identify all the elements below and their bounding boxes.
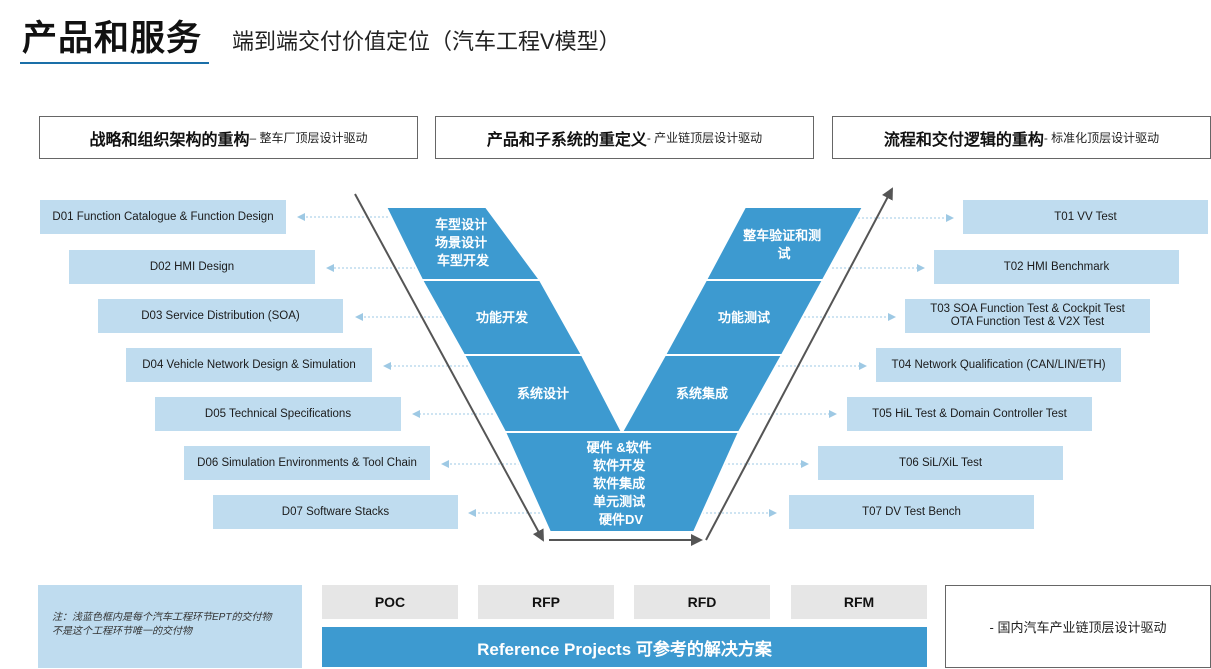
v-label-vehicle-design: 车型设计 场景设计 车型开发 — [435, 217, 491, 268]
deliverable-t04: T04 Network Qualification (CAN/LIN/ETH) — [876, 348, 1121, 382]
note-line-1: 注：浅蓝色框内是每个汽车工程环节EPT的交付物 — [52, 612, 272, 623]
deliverable-t01: T01 VV Test — [963, 200, 1208, 234]
deliverable-d07: D07 Software Stacks — [213, 495, 458, 529]
page-subtitle: 端到端交付价值定位（汽车工程V模型） — [232, 29, 621, 54]
header-process-title: 流程和交付逻辑的重构 — [883, 131, 1044, 149]
deliverable-d04: D04 Vehicle Network Design & Simulation — [126, 348, 372, 382]
v-label-system-design: 系统设计 — [517, 386, 569, 401]
v-label-hw-sw: 硬件 &软件 软件开发 软件集成 单元测试 硬件DV — [587, 440, 656, 527]
deliverable-d05: D05 Technical Specifications — [155, 397, 401, 431]
title-underline — [20, 62, 209, 64]
tab-rfd: RFD — [634, 585, 770, 619]
deliverable-t07: T07 DV Test Bench — [789, 495, 1034, 529]
connector-arrows — [297, 213, 954, 517]
v-label-system-integration: 系统集成 — [676, 386, 728, 401]
tab-rfp: RFP — [478, 585, 614, 619]
deliverable-t05: T05 HiL Test & Domain Controller Test — [847, 397, 1092, 431]
industry-chain-box: - 国内汽车产业链顶层设计驱动 — [945, 585, 1211, 668]
v-arrow-down — [354, 193, 544, 542]
header-process-sub: - 标准化顶层设计驱动 — [1043, 131, 1160, 145]
deliverable-d06: D06 Simulation Environments & Tool Chain — [184, 446, 430, 480]
v-seg-vehicle-validation — [704, 206, 865, 281]
note-box: 注：浅蓝色框内是每个汽车工程环节EPT的交付物 不是这个工程环节唯一的交付物 — [38, 585, 302, 668]
header-strategy-sub: – 整车厂顶层设计驱动 — [249, 131, 368, 145]
header-product-title: 产品和子系统的重定义 — [486, 131, 647, 149]
deliverable-t06: T06 SiL/XiL Test — [818, 446, 1063, 480]
page-title: 产品和服务 — [22, 19, 203, 58]
reference-projects-bar: Reference Projects 可参考的解决方案 — [322, 627, 927, 667]
v-arrow-up — [705, 187, 893, 541]
header-product: 产品和子系统的重定义 - 产业链顶层设计驱动 — [435, 116, 814, 159]
deliverable-t03: T03 SOA Function Test & Cockpit Test OTA… — [905, 299, 1150, 333]
deliverable-d01: D01 Function Catalogue & Function Design — [40, 200, 286, 234]
header-process: 流程和交付逻辑的重构 - 标准化顶层设计驱动 — [832, 116, 1211, 159]
v-seg-hw-sw — [503, 431, 741, 533]
header-strategy: 战略和组织架构的重构 – 整车厂顶层设计驱动 — [39, 116, 418, 159]
tab-rfm: RFM — [791, 585, 927, 619]
v-label-function-dev: 功能开发 — [476, 310, 529, 325]
header-strategy-title: 战略和组织架构的重构 — [89, 131, 250, 149]
v-label-function-test: 功能测试 — [718, 310, 770, 325]
header-product-sub: - 产业链顶层设计驱动 — [646, 131, 763, 145]
v-label-vehicle-validation: 整车验证和测 试 — [742, 228, 825, 261]
deliverable-d03: D03 Service Distribution (SOA) — [98, 299, 343, 333]
note-line-2: 不是这个工程环节唯一的交付物 — [52, 626, 192, 637]
deliverable-d02: D02 HMI Design — [69, 250, 315, 284]
deliverable-t02: T02 HMI Benchmark — [934, 250, 1179, 284]
tab-poc: POC — [322, 585, 458, 619]
